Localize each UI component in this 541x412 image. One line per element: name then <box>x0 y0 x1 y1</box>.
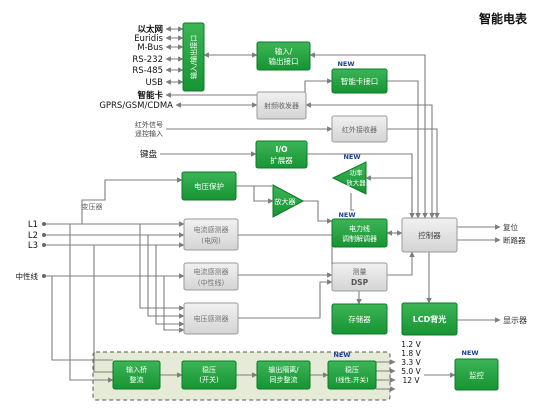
lcd-backlight-block <box>401 302 458 336</box>
voltage-sensor-text: 电压感测器 <box>194 314 229 323</box>
isolation-sync-rect-text-2: 同步整流 <box>270 375 298 384</box>
isolation-sync-rect-text-1: 输出隔离/ <box>268 365 299 374</box>
linear-regulator-text-2: (线性,开关) <box>335 375 368 384</box>
neutral-label: 中性线 <box>16 271 39 281</box>
io-interface-vertical-text: 输入/输出接口 <box>189 35 198 79</box>
keyboard-label: 键盘 <box>140 149 158 160</box>
smartcard-label: 智能卡 <box>136 90 163 101</box>
controller-block <box>401 217 458 253</box>
plc-modem-text-2: 调制解调器 <box>342 234 377 243</box>
memory-text: 存储器 <box>348 314 371 324</box>
l3-label: L3 <box>28 241 38 251</box>
current-sensor-neutral-text-1: 电流感测器 <box>194 267 229 276</box>
breaker-label: 断路器 <box>503 235 526 245</box>
l2-terminal <box>42 233 46 237</box>
l1-label: L1 <box>28 220 38 230</box>
linear-regulator-block <box>327 360 377 390</box>
io-port-text-2: 输出接口 <box>269 56 299 66</box>
power-amp-text-2: 放大器 <box>346 178 366 187</box>
display-label: 显示器 <box>503 316 527 325</box>
smartcard-interface-block <box>331 68 388 94</box>
l3-terminal <box>42 243 46 247</box>
neutral-terminal <box>42 274 46 278</box>
current-sensor-grid-block <box>183 218 239 251</box>
io-expander-text-2: 扩展器 <box>270 155 293 165</box>
controller-text: 控制器 <box>418 230 441 240</box>
linear-regulator-text-1: 稳压 <box>345 365 359 374</box>
ir-transceiver-block <box>331 115 388 143</box>
power-amp-text-1: 功率 <box>350 168 364 177</box>
power-amp-triangle <box>331 161 367 195</box>
rs232-label: RS-232 <box>132 55 163 65</box>
io-port-block <box>256 41 311 71</box>
current-sensor-grid-text-2: (电网) <box>201 236 221 245</box>
amplifier-text: 放大器 <box>275 197 296 206</box>
amplifier-triangle <box>272 184 305 218</box>
voltage-sensor-block <box>183 302 239 335</box>
isolation-sync-rect-block <box>256 360 311 390</box>
current-sensor-neutral-text-2: (中性线) <box>198 278 225 287</box>
new-badge-ldo: NEW <box>333 351 350 359</box>
mbus-label: M-Bus <box>137 43 163 53</box>
measurement-dsp-text-1: 测量 <box>353 268 367 276</box>
diagram-title: 智能电表 <box>478 11 528 26</box>
ir-transceiver-text: 红外接收器 <box>342 125 377 134</box>
lcd-backlight-text: LCD背光 <box>413 314 447 324</box>
new-badge-supervisor: NEW <box>461 349 478 357</box>
plc-modem-text-1: 电力线 <box>349 224 370 233</box>
euridis-label: Euridis <box>134 34 163 44</box>
input-rectifier-text-1: 输入桥 <box>126 365 147 374</box>
reset-label: 复位 <box>503 222 518 232</box>
input-rectifier-block <box>112 360 161 390</box>
current-sensor-neutral-block <box>183 262 239 291</box>
smartcard-interface-text: 智能卡接口 <box>341 76 379 86</box>
rf-transceiver-block <box>256 91 307 120</box>
gprs-label: GPRS/GSM/CDMA <box>99 101 173 111</box>
new-badge-plc: NEW <box>338 211 355 219</box>
switching-regulator-text-1: 稳压 <box>202 365 216 374</box>
rs485-label: RS-485 <box>132 66 163 76</box>
measurement-dsp-text-2: DSP <box>351 278 369 287</box>
measurement-dsp-block <box>331 262 388 292</box>
usb-label: USB <box>146 78 164 88</box>
input-rectifier-text-2: 整流 <box>130 375 144 384</box>
ethernet-label: 以太网 <box>137 24 163 35</box>
switching-regulator-text-2: (开关) <box>199 375 219 384</box>
power-supply-section <box>92 351 391 401</box>
rail-1v8: 1.8 V <box>401 349 421 358</box>
new-badge-power-amp: NEW <box>343 153 360 161</box>
rail-1v2: 1.2 V <box>401 340 421 349</box>
ir-signal-label-2: 遥控输入 <box>135 129 163 138</box>
l2-label: L2 <box>28 231 38 241</box>
transformer-label: 变压器 <box>82 202 103 211</box>
supervisor-block <box>454 358 499 391</box>
supervisor-text: 监控 <box>469 370 484 380</box>
switching-regulator-block <box>181 360 237 390</box>
plc-modem-block <box>331 218 388 248</box>
ir-signal-label-1: 红外信号 <box>135 120 163 129</box>
rail-5v0: 5.0 V <box>401 367 421 376</box>
rail-12v: 12 V <box>402 376 420 385</box>
rf-transceiver-text: 射频收发器 <box>264 101 299 110</box>
voltage-protection-text: 电压保护 <box>194 181 224 191</box>
memory-block <box>331 303 388 335</box>
current-sensor-grid-text-1: 电流感测器 <box>194 225 229 234</box>
io-expander-block <box>255 140 308 169</box>
new-badge-smartcard: NEW <box>337 60 354 68</box>
io-interface-vertical-block <box>182 22 205 92</box>
voltage-protection-block <box>181 171 237 201</box>
io-port-text-1: 输入/ <box>275 46 293 56</box>
l1-terminal <box>42 222 46 226</box>
rail-3v3: 3.3 V <box>401 358 421 367</box>
io-expander-text-1: I/O <box>276 145 288 154</box>
